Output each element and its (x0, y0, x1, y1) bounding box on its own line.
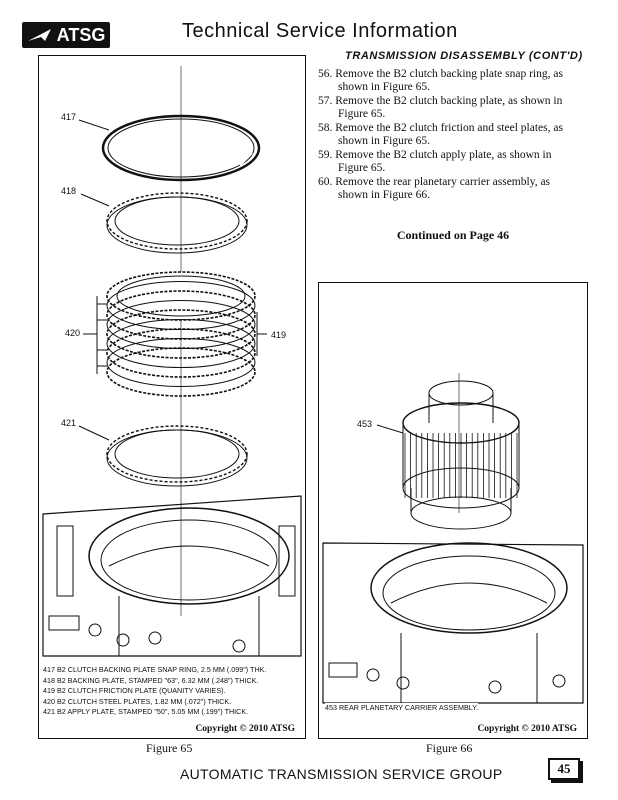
page-number: 45 (548, 758, 580, 780)
copyright-notice: Copyright © 2010 ATSG (195, 724, 295, 734)
figure-66-caption: Figure 66 (426, 741, 473, 755)
step-item: 56. Remove the B2 clutch backing plate s… (318, 68, 563, 93)
section-heading: TRANSMISSION DISASSEMBLY (CONT'D) (345, 50, 583, 62)
figure-65-legend: 417 B2 CLUTCH BACKING PLATE SNAP RING, 2… (43, 665, 301, 718)
copyright-notice: Copyright © 2010 ATSG (477, 724, 577, 734)
step-list: 56. Remove the B2 clutch backing plate s… (318, 68, 580, 203)
step-item: 60. Remove the rear planetary carrier as… (318, 176, 551, 201)
atsg-logo: ATSG (22, 22, 110, 48)
continued-note: Continued on Page 46 (396, 228, 510, 242)
planetary-carrier-illustration (322, 373, 584, 704)
figure-66-box: 453 453 REAR PLANETARY CARRIER ASSEMBLY.… (318, 282, 588, 739)
figure-65-caption: Figure 65 (146, 741, 193, 755)
figure-66-legend: 453 REAR PLANETARY CARRIER ASSEMBLY. (325, 703, 479, 712)
footer-text: AUTOMATIC TRANSMISSION SERVICE GROUP (180, 766, 503, 782)
step-item: 58. Remove the B2 clutch friction and st… (318, 122, 563, 147)
callout-453: 453 (357, 419, 373, 429)
legend-item: 417 B2 CLUTCH BACKING PLATE SNAP RING, 2… (43, 665, 267, 674)
callout-421: 421 (61, 418, 77, 428)
step-item: 57. Remove the B2 clutch backing plate, … (318, 95, 563, 120)
step-item: 59. Remove the B2 clutch apply plate, as… (318, 149, 552, 174)
clutch-pack-exploded-illustration (42, 66, 302, 657)
page-title: Technical Service Information (182, 20, 458, 42)
legend-item: 421 B2 APPLY PLATE, STAMPED "50", 5.05 M… (43, 707, 249, 717)
callout-419: 419 (271, 330, 287, 340)
arrow-logo-icon (27, 29, 51, 41)
callout-418: 418 (61, 186, 77, 196)
figure-65-box: 417 418 420 419 421 417 B2 CLUTCH BACKIN… (38, 55, 306, 739)
legend-item: 419 B2 CLUTCH FRICTION PLATE (QUANITY VA… (43, 686, 226, 696)
legend-item: 420 B2 CLUTCH STEEL PLATES, 1.82 MM (.07… (43, 696, 232, 706)
logo-text: ATSG (56, 24, 106, 45)
callout-417: 417 (61, 112, 77, 122)
legend-item: 418 B2 BACKING PLATE, STAMPED "63", 6.32… (43, 675, 259, 685)
callout-420: 420 (65, 328, 81, 338)
